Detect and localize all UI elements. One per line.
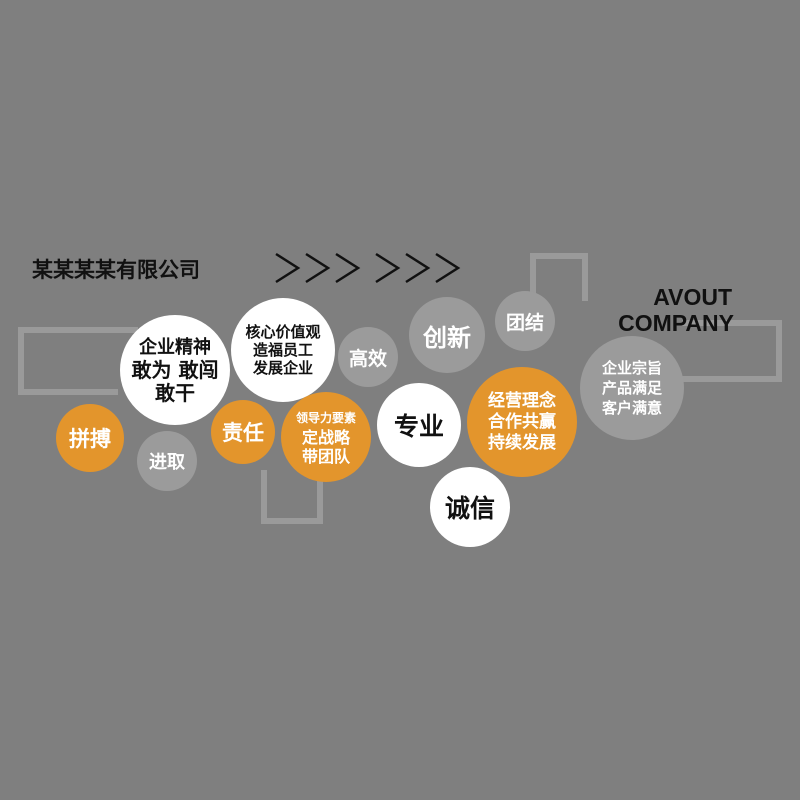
chevron-right-icon — [405, 252, 431, 284]
left-bracket-top-extension — [18, 327, 138, 333]
chevron-right-icon — [305, 252, 331, 284]
circle-text-line: 产品满足 — [601, 379, 662, 397]
circle-text-line: 核心价值观 — [245, 323, 321, 341]
arrow-group-2 — [372, 248, 462, 288]
circle-text-line: 带团队 — [301, 446, 350, 466]
company-english-heading: AVOUT COMPANY — [578, 284, 734, 336]
circle-gaoxiao: 高效 — [338, 327, 398, 387]
circle-text-line: 企业宗旨 — [601, 359, 662, 377]
circle-text-line: 拼搏 — [69, 427, 111, 451]
circle-text-line: 发展企业 — [252, 359, 313, 377]
chevron-right-icon — [375, 252, 401, 284]
circle-text-line: 客户满意 — [601, 399, 662, 417]
chevron-right-icon — [435, 252, 461, 284]
circle-zeren: 责任 — [211, 400, 275, 464]
chevron-right-icon — [275, 252, 301, 284]
circle-text-line: 经营理念 — [488, 390, 556, 411]
circle-jinqu: 进取 — [137, 431, 197, 491]
heading-line-1: AVOUT — [653, 284, 732, 310]
circle-leadership: 领导力要素 定战略 带团队 — [281, 392, 371, 482]
circle-enterprise-spirit: 企业精神 敢为 敢闯 敢干 — [120, 315, 230, 425]
circle-pinbo: 拼搏 — [56, 404, 124, 472]
circle-text-line: 持续发展 — [488, 432, 556, 453]
circle-text-line: 合作共赢 — [488, 411, 556, 432]
chevron-right-icon — [335, 252, 361, 284]
circle-chengxin: 诚信 — [430, 467, 510, 547]
circle-tuanjie: 团结 — [495, 291, 555, 351]
circle-text-line: 敢干 — [155, 380, 195, 405]
top-right-bracket-frame — [530, 253, 588, 301]
circle-text-line: 造福员工 — [252, 341, 313, 359]
left-bracket-frame — [18, 327, 118, 395]
circle-enterprise-purpose: 企业宗旨 产品满足 客户满意 — [580, 336, 684, 440]
circle-text-line: 责任 — [222, 421, 264, 445]
circle-core-values: 核心价值观 造福员工 发展企业 — [231, 298, 335, 402]
circle-text-line: 创新 — [423, 323, 471, 352]
company-title: 某某某某有限公司 — [32, 258, 200, 282]
arrow-decoration — [272, 248, 462, 288]
bottom-bracket-frame — [261, 470, 323, 524]
circle-chuangxin: 创新 — [409, 297, 485, 373]
circle-text-line: 敢为 敢闯 — [131, 357, 219, 382]
circle-text-line: 团结 — [505, 311, 544, 334]
heading-line-2: COMPANY — [618, 310, 734, 336]
circle-text-line: 进取 — [149, 452, 185, 473]
circle-business-philosophy: 经营理念 合作共赢 持续发展 — [467, 367, 577, 477]
circle-zhuanye: 专业 — [377, 383, 461, 467]
circle-text-line: 高效 — [348, 347, 387, 370]
circle-text-line: 定战略 — [301, 427, 350, 447]
arrow-group-1 — [272, 248, 362, 288]
circle-text-line: 诚信 — [444, 494, 495, 523]
circle-text-line: 企业精神 — [139, 336, 211, 358]
circle-text-line: 领导力要素 — [295, 410, 356, 425]
circle-text-line: 专业 — [393, 412, 444, 441]
right-bracket-frame — [682, 320, 782, 382]
